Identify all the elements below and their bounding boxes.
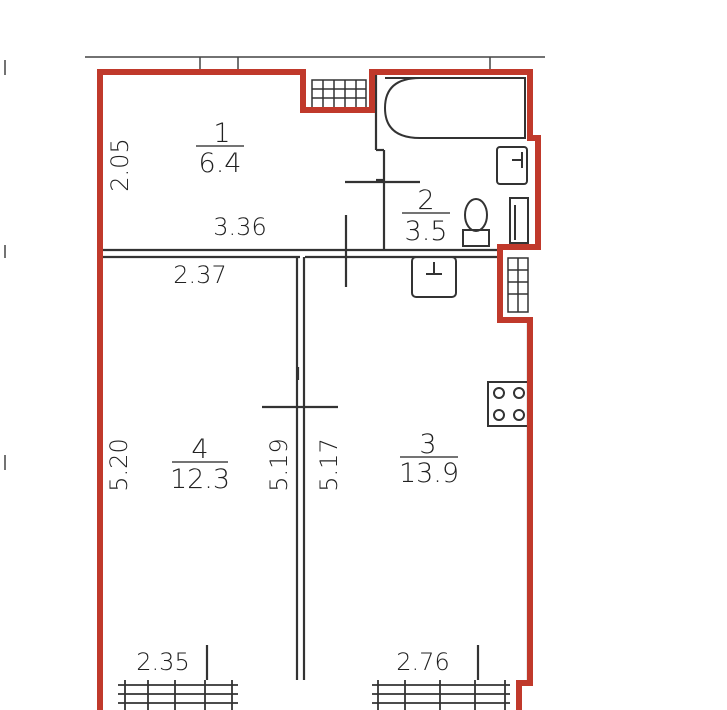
room-4-area: 12.3 [170,464,230,495]
bathtub [383,77,526,139]
dim-room4-height-left: 5.20 [105,438,133,491]
dim-room1-width: 3.36 [213,213,266,241]
stove [487,381,531,427]
room-2-area: 3.5 [405,216,448,247]
ventilation-shaft-top [311,79,367,109]
room-4-number: 4 [191,434,208,465]
balcony-right [372,680,510,710]
dim-room4-top-width: 2.37 [173,261,226,289]
dim-partition-right: 5.17 [315,438,343,491]
room-1-label: 1 6.4 [196,118,244,179]
bath-shelf [509,197,529,244]
room-3-number: 3 [419,429,436,460]
balcony-left [118,680,238,710]
room-1-area: 6.4 [199,148,242,179]
room-2-number: 2 [417,185,434,216]
toilet [462,198,490,247]
context-lines [4,56,545,470]
apartment-outline [97,69,541,710]
dim-room1-height: 2.05 [106,138,134,191]
dim-partition-left: 5.19 [265,438,293,491]
room-3-area: 13.9 [399,458,459,489]
dim-room4-bottom-width: 2.35 [136,648,189,676]
interior-walls [100,72,530,680]
room-1-number: 1 [213,118,230,149]
kitchen-sink [411,256,457,298]
dim-room3-bottom-width: 2.76 [396,648,449,676]
room-2-label: 2 3.5 [402,185,450,247]
washbasin [496,146,528,185]
room-4-label: 4 12.3 [170,434,230,495]
room-3-label: 3 13.9 [399,429,459,489]
ventilation-shaft-right [507,257,529,313]
